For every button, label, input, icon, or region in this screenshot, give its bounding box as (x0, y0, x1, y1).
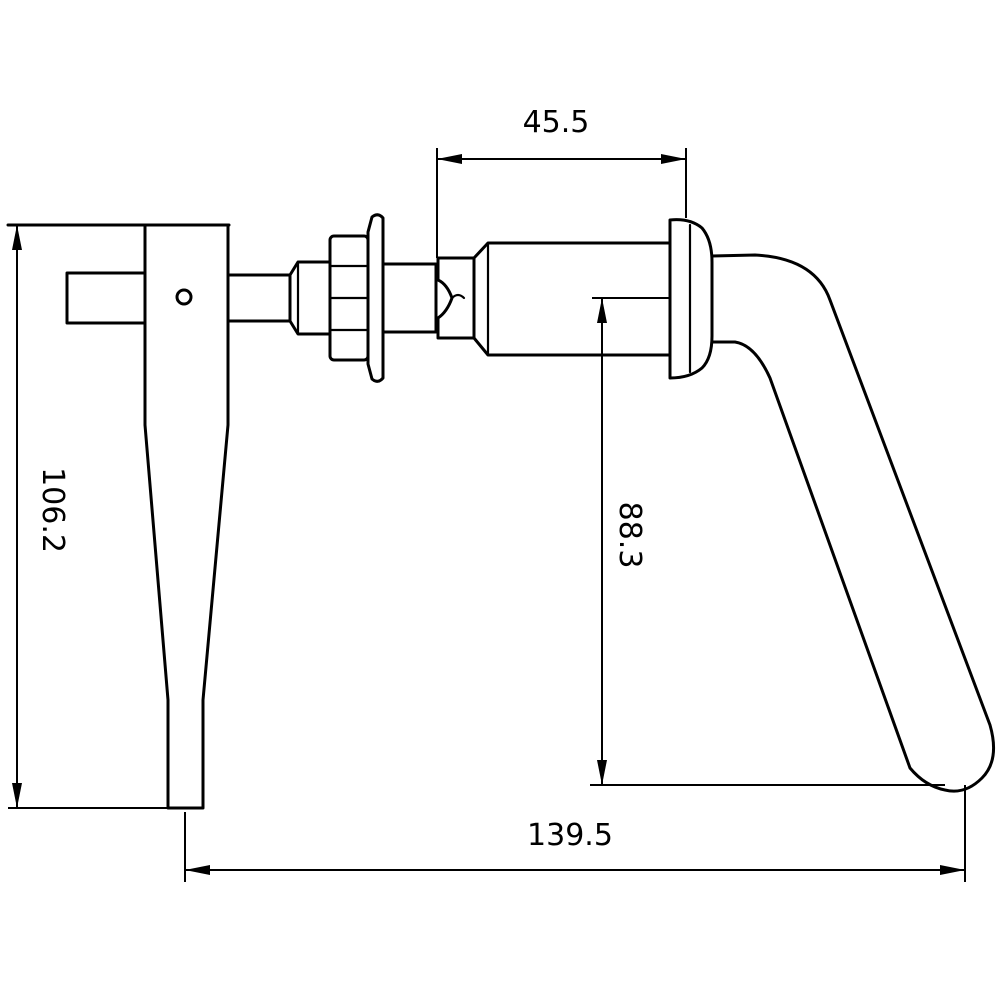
rose-collar (668, 218, 714, 380)
dimension-139-5: 139.5 (184, 785, 966, 882)
arrow-right (940, 865, 965, 875)
arrow-left (185, 865, 210, 875)
dimension-label-top-width: 45.5 (523, 105, 590, 140)
arrow-down (597, 760, 607, 785)
dimension-88-3: 88.3 (590, 297, 945, 786)
arrow-up (597, 298, 607, 323)
dimension-45-5: 45.5 (436, 105, 687, 258)
dimension-label-overall-height: 106.2 (35, 467, 70, 553)
square-spindle-end (65, 271, 147, 325)
dimension-label-lever-drop: 88.3 (612, 502, 647, 569)
spindle-assembly (226, 213, 438, 383)
sleeve-notch-section (436, 256, 476, 340)
arrow-up (12, 225, 22, 250)
washer-flange (366, 213, 385, 383)
threaded-shaft (381, 262, 438, 334)
arrow-left (437, 154, 462, 164)
dimension-label-overall-length: 139.5 (527, 818, 613, 853)
rose-sleeve (436, 218, 714, 380)
lever-handle (710, 253, 996, 793)
arrow-right (661, 154, 686, 164)
tapered-body-outline (143, 223, 230, 810)
spindle-collar (288, 260, 332, 336)
dimension-106-2: 106.2 (8, 225, 168, 809)
grub-screw-hole (175, 288, 193, 306)
arrow-down (12, 783, 22, 808)
spindle-shaft (226, 273, 292, 323)
